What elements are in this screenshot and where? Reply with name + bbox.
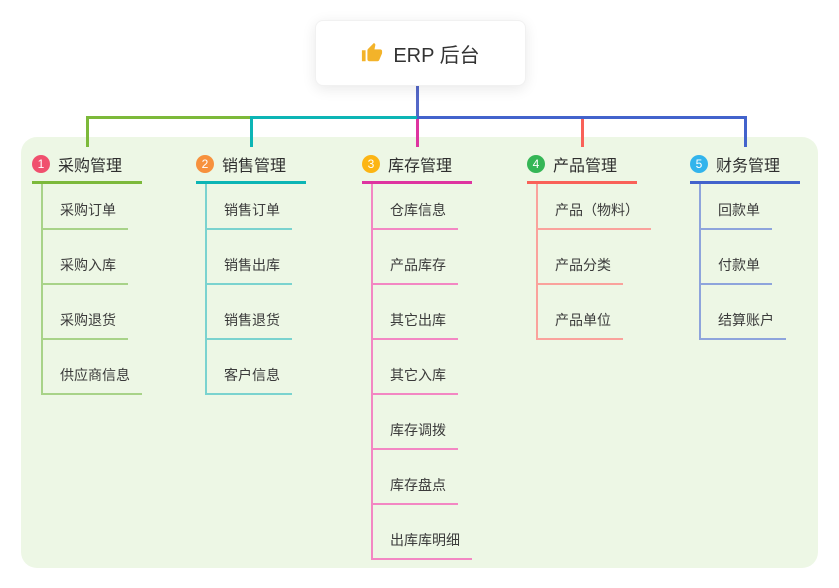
branch-purchase-title[interactable]: 1 采购管理: [32, 150, 172, 178]
branch-underline: [196, 181, 306, 184]
branch-finance-title[interactable]: 5 财务管理: [690, 150, 830, 178]
branch-children: 产品（物料） 产品分类 产品单位: [536, 184, 651, 340]
thumbs-up-icon: [361, 42, 383, 64]
child-node-label: 产品库存: [373, 255, 458, 285]
branch-sales: 2 销售管理 销售订单 销售出库 销售退货 客户信息: [196, 150, 336, 395]
branch-number-badge: 4: [527, 155, 545, 173]
branch-children: 销售订单 销售出库 销售退货 客户信息: [205, 184, 292, 395]
connector-bus-finance: [417, 116, 747, 119]
branch-title-label: 产品管理: [553, 158, 618, 175]
child-node[interactable]: 采购订单: [43, 184, 142, 230]
child-node-label: 产品分类: [538, 255, 623, 285]
child-node-label: 采购订单: [43, 200, 128, 230]
child-node-label: 产品单位: [538, 310, 623, 340]
branch-finance: 5 财务管理 回款单 付款单 结算账户: [690, 150, 830, 340]
connector-bus-sales: [251, 116, 417, 119]
child-node-label: 付款单: [701, 255, 772, 285]
child-node[interactable]: 销售订单: [207, 184, 292, 230]
child-node-label: 其它出库: [373, 310, 458, 340]
branch-underline: [362, 181, 472, 184]
child-node-label: 销售订单: [207, 200, 292, 230]
branch-underline: [690, 181, 800, 184]
child-node-label: 库存调拨: [373, 420, 458, 450]
connector-bus-purchase: [86, 116, 251, 119]
child-node[interactable]: 其它入库: [373, 340, 472, 395]
child-node-label: 产品（物料）: [538, 200, 651, 230]
child-node[interactable]: 库存盘点: [373, 450, 472, 505]
child-node-label: 其它入库: [373, 365, 458, 395]
branch-purchase: 1 采购管理 采购订单 采购入库 采购退货 供应商信息: [32, 150, 172, 395]
branch-number-badge: 1: [32, 155, 50, 173]
connector-drop-inventory: [416, 119, 419, 147]
connector-drop-product: [581, 119, 584, 147]
connector-drop-sales: [250, 116, 253, 147]
connector-drop-purchase: [86, 116, 89, 147]
child-node[interactable]: 采购退货: [43, 285, 142, 340]
branch-title-label: 销售管理: [222, 158, 287, 175]
connector-drop-finance: [744, 116, 747, 147]
child-node[interactable]: 付款单: [701, 230, 786, 285]
child-node[interactable]: 产品分类: [538, 230, 651, 285]
child-node[interactable]: 客户信息: [207, 340, 292, 395]
branch-underline: [527, 181, 637, 184]
child-node[interactable]: 销售退货: [207, 285, 292, 340]
branch-children: 回款单 付款单 结算账户: [699, 184, 786, 340]
child-node[interactable]: 出库库明细: [373, 505, 472, 560]
child-node[interactable]: 销售出库: [207, 230, 292, 285]
child-node-label: 供应商信息: [43, 365, 142, 395]
root-node-label: ERP 后台: [393, 44, 480, 67]
branch-number-badge: 2: [196, 155, 214, 173]
child-node-label: 采购入库: [43, 255, 128, 285]
child-node[interactable]: 库存调拨: [373, 395, 472, 450]
child-node[interactable]: 仓库信息: [373, 184, 472, 230]
child-node[interactable]: 产品单位: [538, 285, 651, 340]
branch-number-badge: 3: [362, 155, 380, 173]
branch-number-badge: 5: [690, 155, 708, 173]
root-node[interactable]: ERP 后台: [315, 20, 526, 86]
child-node[interactable]: 回款单: [701, 184, 786, 230]
branch-sales-title[interactable]: 2 销售管理: [196, 150, 336, 178]
child-node-label: 回款单: [701, 200, 772, 230]
branch-underline: [32, 181, 142, 184]
child-node[interactable]: 采购入库: [43, 230, 142, 285]
child-node[interactable]: 产品库存: [373, 230, 472, 285]
child-node-label: 结算账户: [701, 310, 786, 340]
connector-root-stem: [416, 84, 419, 117]
child-node[interactable]: 供应商信息: [43, 340, 142, 395]
branch-children: 采购订单 采购入库 采购退货 供应商信息: [41, 184, 142, 395]
child-node-label: 销售退货: [207, 310, 292, 340]
branch-inventory: 3 库存管理 仓库信息 产品库存 其它出库 其它入库 库存调拨 库存盘点 出库库…: [362, 150, 502, 560]
child-node-label: 客户信息: [207, 365, 292, 395]
child-node[interactable]: 产品（物料）: [538, 184, 651, 230]
branch-title-label: 采购管理: [58, 158, 123, 175]
child-node-label: 销售出库: [207, 255, 292, 285]
child-node[interactable]: 其它出库: [373, 285, 472, 340]
child-node-label: 出库库明细: [373, 530, 472, 560]
child-node-label: 仓库信息: [373, 200, 458, 230]
child-node[interactable]: 结算账户: [701, 285, 786, 340]
branches-panel: [21, 137, 818, 568]
child-node-label: 采购退货: [43, 310, 128, 340]
branch-title-label: 库存管理: [388, 158, 453, 175]
child-node-label: 库存盘点: [373, 475, 458, 505]
branch-children: 仓库信息 产品库存 其它出库 其它入库 库存调拨 库存盘点 出库库明细: [371, 184, 472, 560]
branch-product: 4 产品管理 产品（物料） 产品分类 产品单位: [527, 150, 667, 340]
branch-inventory-title[interactable]: 3 库存管理: [362, 150, 502, 178]
branch-product-title[interactable]: 4 产品管理: [527, 150, 667, 178]
branch-title-label: 财务管理: [716, 158, 781, 175]
